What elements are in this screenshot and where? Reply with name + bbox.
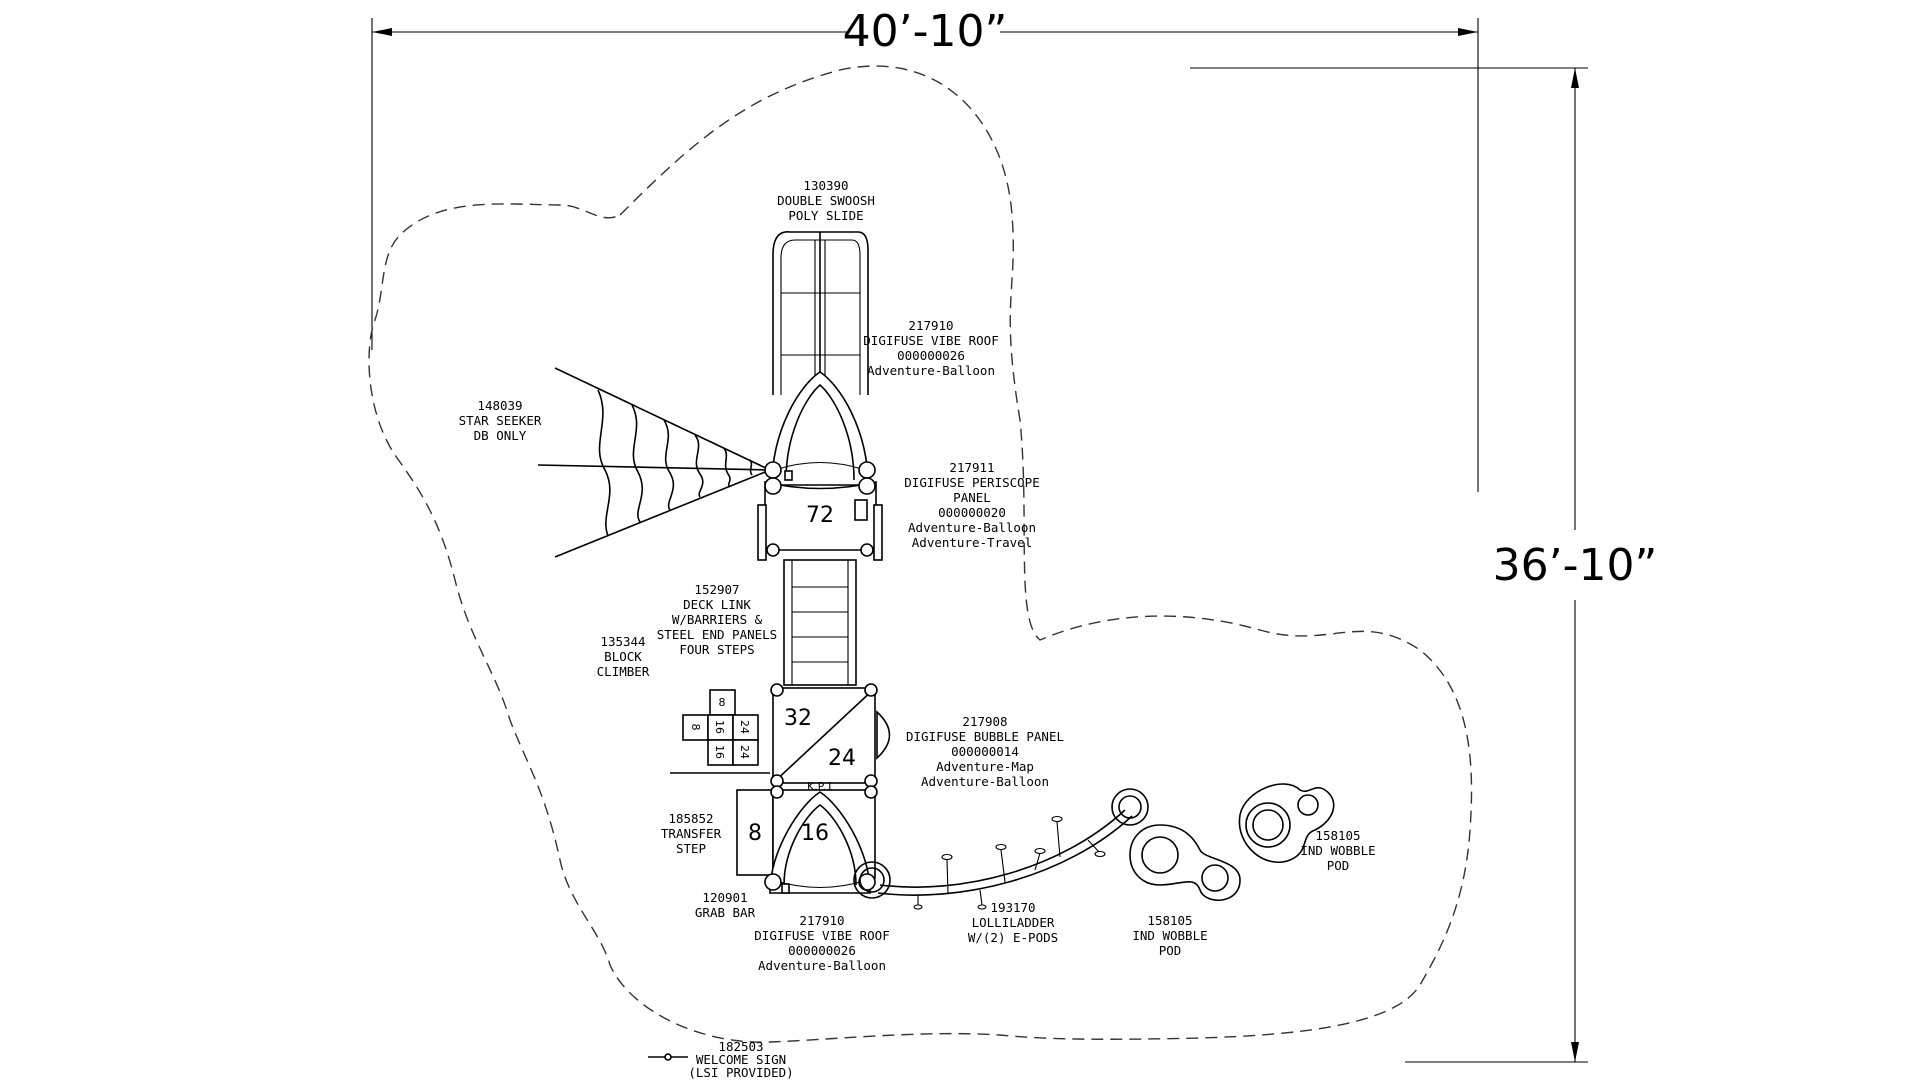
label-line: 000000026 [788,943,856,958]
label-line: STEEL END PANELS [657,627,777,642]
label-line: LOLLILADDER [972,915,1055,930]
label-wobble-pod-left: 158105 IND WOBBLE POD [1132,913,1207,958]
label-line: Adventure-Balloon [908,520,1036,535]
height-label: 36’-10” [1493,540,1658,591]
label-line: CLIMBER [597,664,650,679]
label-line: PANEL [953,490,991,505]
label-vibe-roof-bottom: 217910 DIGIFUSE VIBE ROOF 000000026 Adve… [754,913,889,973]
climber-cell-6: 24 [738,745,751,759]
label-line: FOUR STEPS [679,642,754,657]
block-climber: 8 16 8 24 16 24 [670,689,770,774]
label-bubble-panel: 217908 DIGIFUSE BUBBLE PANEL 000000014 A… [906,714,1064,789]
transfer-step-label: 8 [748,821,762,846]
label-line: 193170 [990,900,1035,915]
label-line: W/BARRIERS & [672,612,763,627]
climber-cell-1: 8 [719,696,726,709]
label-line: Adventure-Balloon [867,363,995,378]
label-line: TRANSFER [661,826,722,841]
label-line: DIGIFUSE VIBE ROOF [863,333,998,348]
label-line: IND WOBBLE [1300,843,1375,858]
label-line: STEP [676,841,706,856]
wobble-pod-left [1129,824,1241,902]
label-deck-link: 152907 DECK LINK W/BARRIERS & STEEL END … [657,582,777,657]
label-grab-bar: 120901 GRAB BAR [695,890,756,920]
label-line: Adventure-Travel [912,535,1032,550]
label-lolliladder: 193170 LOLLILADDER W/(2) E-PODS [968,900,1058,945]
label-line: 185852 [668,811,713,826]
wobble-pod-right [1238,783,1335,863]
label-line: 000000014 [951,744,1019,759]
bottom-vibe-roof: 16 [764,791,876,894]
label-line: Adventure-Balloon [758,958,886,973]
label-line: POD [1159,943,1182,958]
width-label: 40’-10” [843,6,1008,57]
label-line: W/(2) E-PODS [968,930,1058,945]
label-line: DIGIFUSE PERISCOPE [904,475,1039,490]
top-vibe-roof [764,371,876,486]
label-line: DIGIFUSE BUBBLE PANEL [906,729,1064,744]
welcome-sign-marker [648,1053,688,1061]
label-line: 135344 [600,634,645,649]
deck-32-label: 32 [784,706,812,731]
label-line: POD [1327,858,1350,873]
label-transfer-step: 185852 TRANSFER STEP [661,811,722,856]
deck-72-label: 72 [806,503,834,528]
label-line: 148039 [477,398,522,413]
star-seeker-climber [537,367,771,558]
label-line: STAR SEEKER [459,413,542,428]
climber-cell-3: 8 [689,724,702,731]
deck-link-steps [783,559,857,686]
label-wobble-pod-right: 158105 IND WOBBLE POD [1300,828,1375,873]
label-line: 152907 [694,582,739,597]
label-line: 158105 [1147,913,1192,928]
lolliladder [853,788,1149,910]
label-line: 000000026 [897,348,965,363]
label-star-seeker: 148039 STAR SEEKER DB ONLY [459,398,542,443]
label-line: IND WOBBLE [1132,928,1207,943]
label-line: Adventure-Map [936,759,1034,774]
label-line: 158105 [1315,828,1360,843]
label-line: 000000020 [938,505,1006,520]
climber-cell-4: 24 [738,720,751,734]
label-line: DECK LINK [683,597,751,612]
climber-cell-5: 16 [713,745,726,759]
label-line: DB ONLY [474,428,527,443]
label-vibe-roof-top: 217910 DIGIFUSE VIBE ROOF 000000026 Adve… [863,318,998,378]
label-line: 217908 [962,714,1007,729]
transfer-step: 8 [736,789,774,876]
deck-32-24: 32 24 K.P.1 [770,683,891,793]
deck-16-label: 16 [801,821,829,846]
label-line: 130390 [803,178,848,193]
label-line: 182503 [718,1039,763,1054]
label-line: WELCOME SIGN [696,1052,786,1067]
label-line: 217910 [908,318,953,333]
label-welcome-sign: 182503 WELCOME SIGN (LSI PROVIDED) [688,1039,793,1080]
label-line: GRAB BAR [695,905,756,920]
label-line: 120901 [702,890,747,905]
climber-cell-2: 16 [713,720,726,734]
deck-24-label: 24 [828,746,856,771]
label-line: 217911 [949,460,994,475]
label-line: Adventure-Balloon [921,774,1049,789]
deck-72: 72 [757,477,883,561]
label-block-climber: 135344 BLOCK CLIMBER [597,634,650,679]
label-line: DIGIFUSE VIBE ROOF [754,928,889,943]
width-dimension: 40’-10” [371,6,1479,492]
label-periscope: 217911 DIGIFUSE PERISCOPE PANEL 00000002… [904,460,1039,550]
label-slide: 130390 DOUBLE SWOOSH POLY SLIDE [777,178,875,223]
label-line: DOUBLE SWOOSH [777,193,875,208]
height-dimension: 36’-10” [1190,67,1658,1063]
double-swoosh-slide [772,231,869,395]
label-line: (LSI PROVIDED) [688,1065,793,1080]
label-line: BLOCK [604,649,642,664]
label-line: POLY SLIDE [788,208,863,223]
label-line: 217910 [799,913,844,928]
